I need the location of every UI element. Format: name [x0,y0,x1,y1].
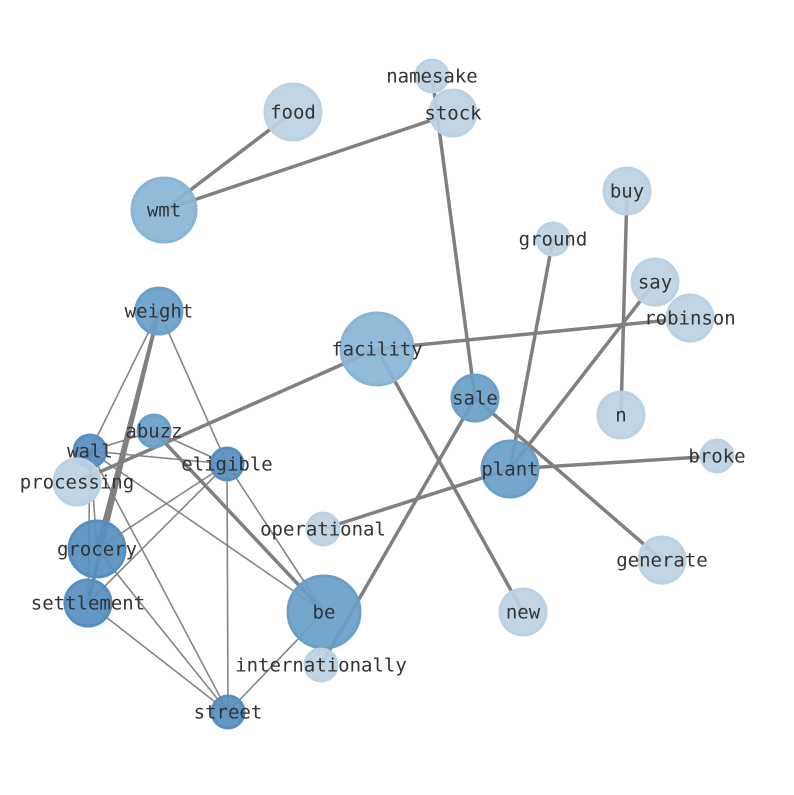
node-label-processing: processing [20,472,134,494]
node-operational[interactable] [305,511,341,547]
node-eligible[interactable] [209,446,245,482]
node-label-buy: buy [610,181,644,203]
node-n[interactable] [596,390,646,440]
node-generate[interactable] [637,535,687,585]
node-settlement[interactable] [63,578,113,628]
node-grocery[interactable] [67,519,127,579]
node-plant[interactable] [480,439,540,499]
node-food[interactable] [263,82,323,142]
node-new[interactable] [498,587,548,637]
node-internationally[interactable] [303,647,339,683]
node-label-namesake: namesake [386,66,478,88]
node-robinson[interactable] [665,293,715,343]
node-label-sale: sale [452,388,498,410]
edge-wmt-stock [163,111,454,212]
node-label-robinson: robinson [644,308,736,330]
node-label-operational: operational [260,519,386,541]
edge-wall-be [89,450,325,613]
edge-abuzz-be [152,429,326,614]
node-label-facility: facility [331,339,423,361]
edge-grocery-street [96,548,229,713]
node-stock[interactable] [428,88,478,138]
edge-facility-robinson [376,316,691,351]
node-label-abuzz: abuzz [125,421,182,443]
edge-plant-broke [509,454,718,471]
node-abuzz[interactable] [136,413,172,449]
edge-say-plant [508,280,657,471]
node-street[interactable] [210,694,246,730]
node-label-new: new [506,602,541,624]
node-weight[interactable] [134,286,184,336]
node-label-ground: ground [519,229,588,251]
edge-facility-new [375,348,525,613]
edge-plant-operational [322,467,511,531]
edge-ground-plant [508,238,555,470]
node-ground[interactable] [535,221,571,257]
node-facility[interactable] [339,311,415,387]
node-namesake[interactable] [414,58,450,94]
node-label-street: street [194,702,263,724]
node-label-generate: generate [616,550,708,572]
node-wmt[interactable] [130,176,198,244]
edge-wall-eligible [89,450,228,465]
node-label-say: say [638,272,672,294]
node-label-eligible: eligible [181,454,273,476]
node-label-stock: stock [424,103,482,125]
node-label-n: n [615,405,626,427]
node-label-plant: plant [481,459,538,481]
edge-eligible-settlement [87,463,228,604]
node-label-weight: weight [125,301,194,323]
edge-settlement-street [87,602,229,713]
edge-eligible-street [226,463,229,713]
node-label-settlement: settlement [31,593,145,615]
node-say[interactable] [630,257,680,307]
edge-wall-street [89,450,229,713]
node-processing[interactable] [52,457,102,507]
node-label-food: food [270,102,316,124]
node-label-be: be [313,602,336,624]
edge-facility-processing [76,347,378,484]
node-label-broke: broke [688,446,745,468]
node-label-grocery: grocery [57,539,137,561]
edge-sale-generate [473,396,664,562]
node-label-wall: wall [67,441,113,463]
edge-weight-eligible [158,310,228,465]
node-label-internationally: internationally [235,655,407,677]
edge-weight-wall [89,310,160,452]
node-broke[interactable] [699,438,735,474]
node-sale[interactable] [450,373,500,423]
node-buy[interactable] [602,166,652,216]
node-label-wmt: wmt [147,200,181,222]
edge-buy-n [619,190,629,416]
